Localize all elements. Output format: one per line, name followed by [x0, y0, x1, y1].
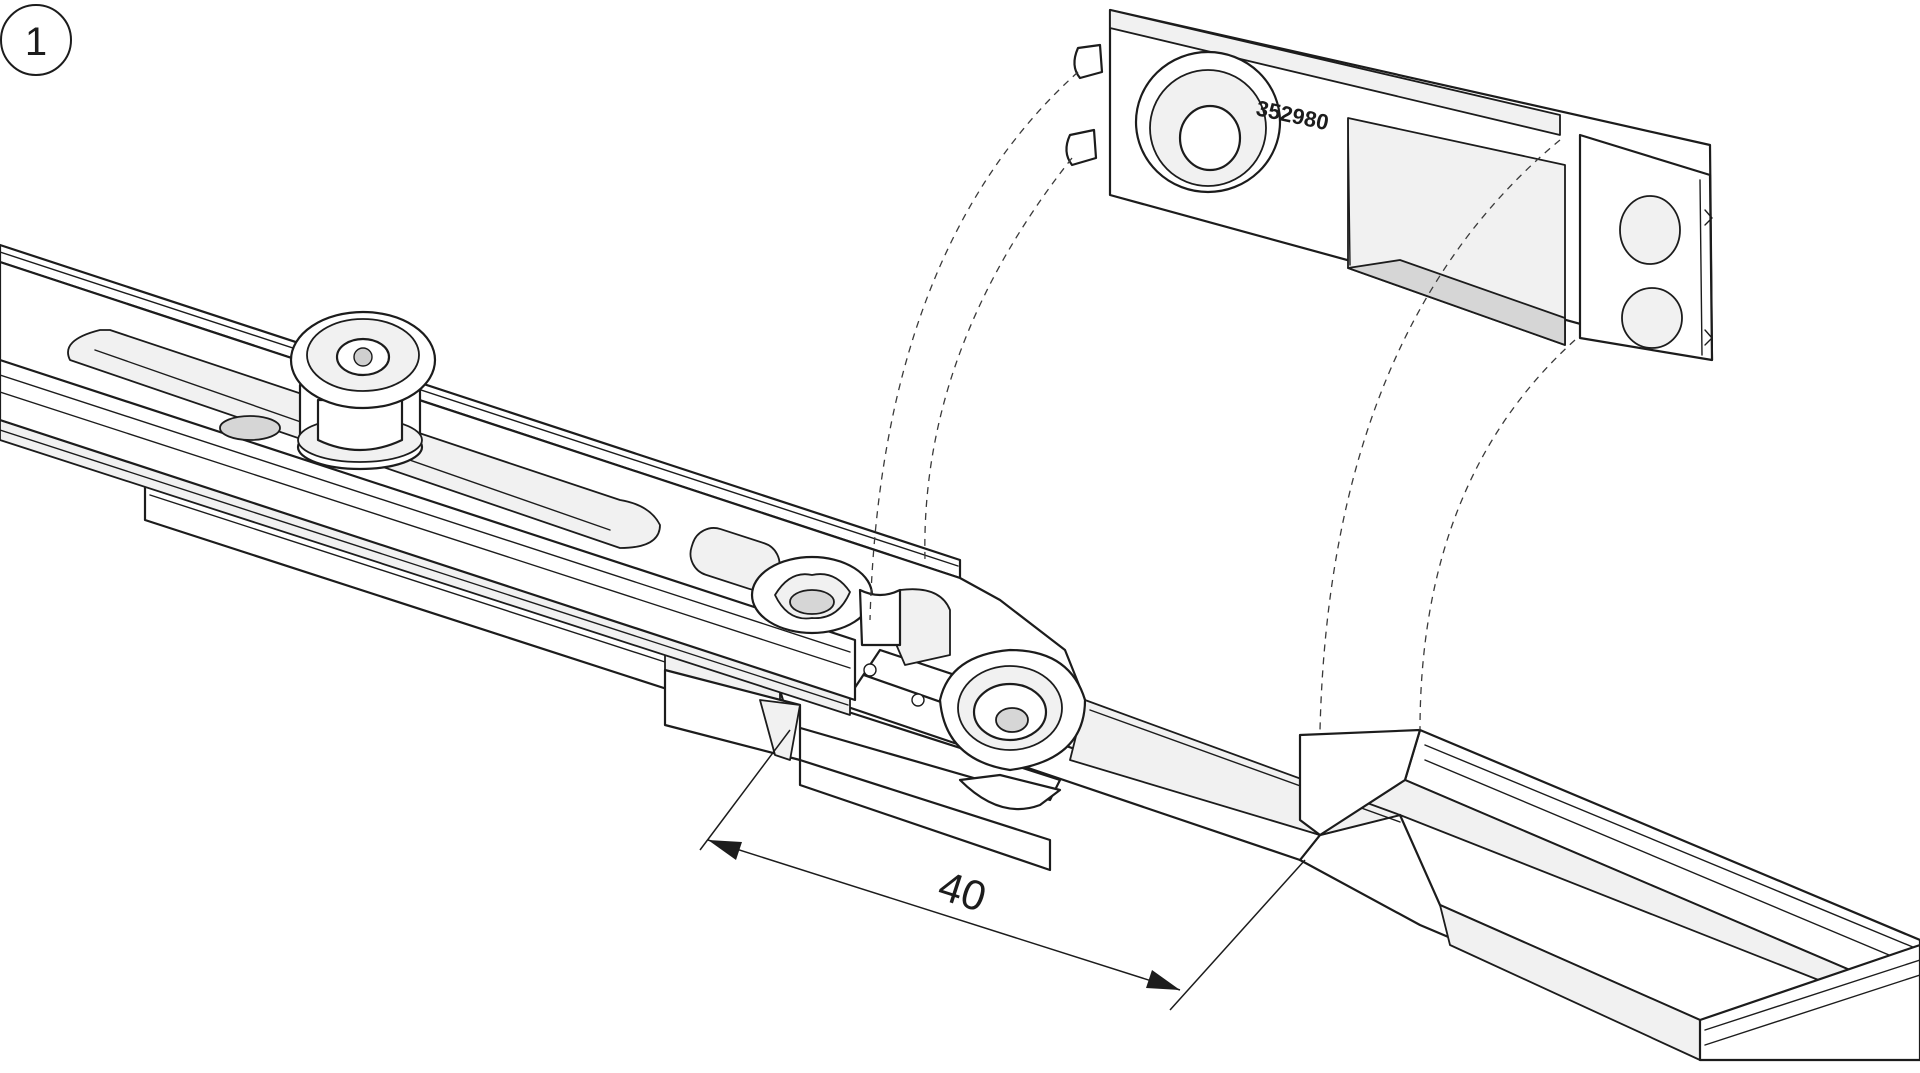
step-number: 1 [25, 20, 47, 64]
countersunk-hole [938, 648, 1087, 772]
lower-bracket [663, 668, 1052, 872]
dimension-value: 40 [933, 862, 992, 921]
roller-pin [289, 310, 437, 471]
step-indicator: 1 [0, 4, 72, 76]
detached-plate: 352980 [1065, 8, 1714, 362]
assembly-guide-lines [869, 71, 1576, 731]
lower-rail [1298, 728, 1920, 1062]
upper-rail [0, 243, 1087, 716]
torx-recess [750, 555, 874, 635]
locking-lug [858, 588, 951, 707]
